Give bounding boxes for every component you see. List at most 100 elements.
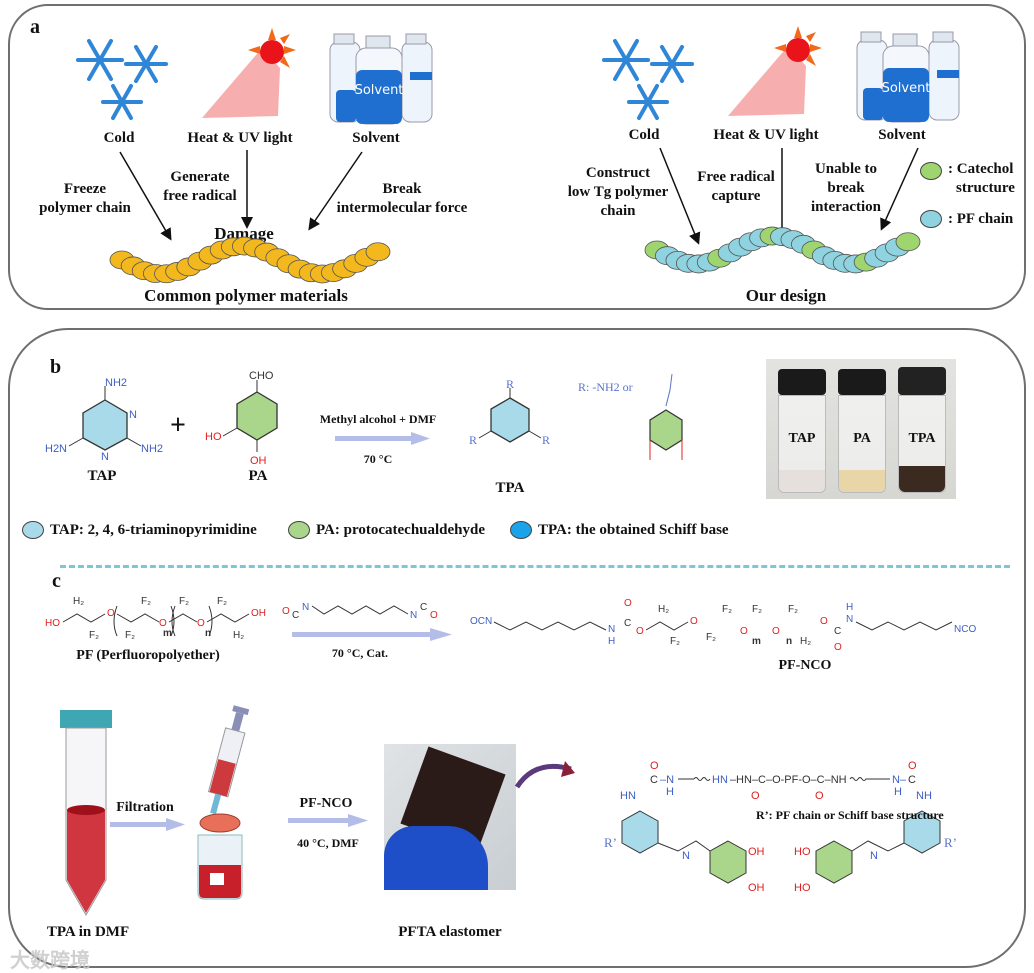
filtration-arrow [110, 818, 185, 831]
effect-break: Break intermolecular force [337, 180, 468, 218]
r-definition: R: -NH2 or [578, 380, 633, 394]
legend-text: TAP: 2, 4, 6-triaminopyrimidine [50, 521, 257, 538]
svg-text:–: – [730, 774, 737, 786]
sun-icon [728, 26, 822, 116]
effect-line: Freeze [63, 181, 107, 197]
effect-capture: Free radical capture [697, 168, 775, 206]
effect-line: capture [711, 188, 761, 204]
solvent-bottles-icon: Solvent [329, 33, 433, 125]
curing-arrow [288, 814, 368, 827]
polymer-chain-design [644, 226, 921, 274]
svg-text:C: C [650, 774, 658, 786]
vial-label: TPA [908, 431, 936, 446]
tap-name: TAP [87, 468, 117, 484]
svg-text:O: O [740, 626, 748, 637]
factor-heat-uv-design: Heat & UV light [713, 127, 819, 143]
svg-text:H₂: H₂ [233, 630, 244, 641]
effect-radical: Generate free radical [163, 168, 236, 206]
legend-line: : Catechol [948, 161, 1014, 177]
pa-group-2: HO [205, 431, 222, 443]
conditions-bottom: 70 °C [363, 452, 393, 466]
legend-text: : Catechol structure [948, 160, 1015, 198]
legend-pa: PA: protocatechualdehyde [288, 521, 485, 539]
effect-line: Construct [585, 165, 651, 181]
svg-text:H: H [894, 786, 902, 798]
svg-text:N: N [302, 602, 309, 613]
svg-text:N: N [101, 451, 109, 463]
svg-text:O: O [430, 610, 438, 621]
svg-text:H: H [666, 786, 674, 798]
pa-structure: CHO HO OH [205, 370, 278, 467]
svg-text:N: N [846, 614, 853, 625]
legend-text: PA: protocatechualdehyde [316, 521, 486, 538]
legend-pf-chain: : PF chain [920, 210, 1013, 228]
svg-text:F₂: F₂ [788, 604, 798, 615]
sun-icon [202, 28, 296, 118]
r-label: R [506, 377, 514, 391]
svg-text:OH: OH [748, 882, 765, 894]
svg-text:H: H [608, 636, 615, 647]
svg-text:H₂: H₂ [800, 636, 811, 647]
chain-bead [365, 242, 391, 262]
nco-label: NCO [954, 624, 976, 635]
svg-text:O: O [834, 642, 842, 653]
factor-heat-uv: Heat & UV light [187, 130, 293, 146]
effect-line: free radical [163, 188, 237, 204]
svg-text:O: O [690, 616, 698, 627]
factor-cold-design: Cold [628, 127, 660, 143]
tube-label: TPA in DMF [46, 924, 130, 940]
svg-text:O: O [197, 618, 205, 629]
svg-text:O: O [772, 626, 780, 637]
svg-text:HO: HO [794, 882, 811, 894]
svg-text:F₂: F₂ [89, 630, 99, 641]
svg-text:C: C [908, 774, 916, 786]
legend-catechol: : Catechol structure [920, 160, 1015, 198]
syringe-filter-beaker-icon [197, 705, 250, 900]
effect-line: Generate [170, 169, 230, 185]
chain-bead [895, 232, 921, 252]
vial-pa [838, 369, 886, 495]
svg-text:N: N [129, 409, 137, 421]
r-prime-right: R’ [944, 835, 957, 850]
tap-swatch [22, 521, 44, 539]
section-divider [60, 565, 1010, 568]
pa-swatch [288, 521, 310, 539]
svg-text:F₂: F₂ [217, 596, 227, 607]
legend-tpa: TPA: the obtained Schiff base [510, 521, 729, 539]
svg-text:N–: N– [892, 774, 907, 786]
svg-text:F₂: F₂ [670, 636, 680, 647]
effect-line: Unable to [814, 161, 878, 177]
svg-text:F₂: F₂ [706, 632, 716, 643]
solvent-bottles-icon: Solvent [856, 31, 960, 123]
svg-text:H₂: H₂ [73, 596, 84, 607]
pf-name: PF (Perfluoropolyether) [76, 648, 220, 663]
r-prime-note: R’: PF chain or Schiff base structure [756, 808, 944, 822]
bottle-label: Solvent [882, 81, 931, 96]
effect-unable: Unable to break interaction [811, 160, 881, 217]
caption-design: Our design [745, 286, 827, 305]
r-label: R [542, 433, 550, 447]
svg-text:C: C [292, 610, 299, 621]
svg-text:m: m [163, 628, 172, 639]
svg-text:N: N [410, 610, 417, 621]
reaction-arrow-b [335, 432, 430, 445]
svg-text:OH: OH [748, 846, 765, 858]
elastomer-photo [384, 744, 516, 890]
step-pf-nco: PF-NCO [299, 796, 353, 811]
glove [384, 826, 488, 890]
effect-line: Break [382, 181, 422, 197]
reaction1-conditions: 70 °C, Cat. [331, 646, 389, 660]
reaction-arrow-c1 [292, 628, 452, 641]
svg-text:O: O [650, 760, 659, 772]
legend-text: TPA: the obtained Schiff base [538, 521, 729, 538]
vial-tap [778, 369, 826, 495]
effect-freeze: Freeze polymer chain [39, 180, 131, 218]
arrow-solvent-design [880, 147, 919, 231]
svg-text:O: O [159, 618, 167, 629]
pa-group-3: OH [250, 455, 267, 467]
svg-text:n: n [205, 628, 211, 639]
svg-text:O: O [282, 606, 290, 617]
svg-text:NH: NH [916, 790, 932, 802]
